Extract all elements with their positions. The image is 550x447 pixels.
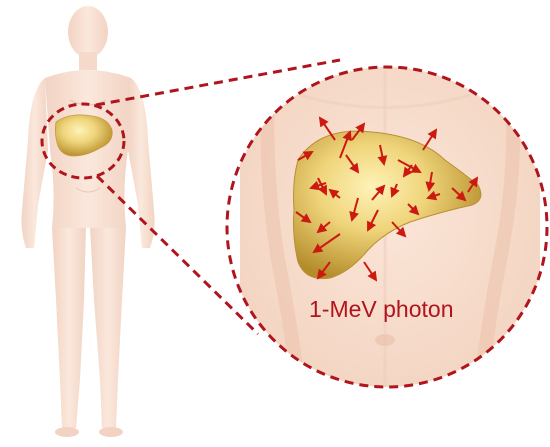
zoom-circle: [220, 60, 550, 400]
human-body-figure: [22, 6, 155, 437]
photon-label: 1-MeV photon: [309, 296, 453, 322]
